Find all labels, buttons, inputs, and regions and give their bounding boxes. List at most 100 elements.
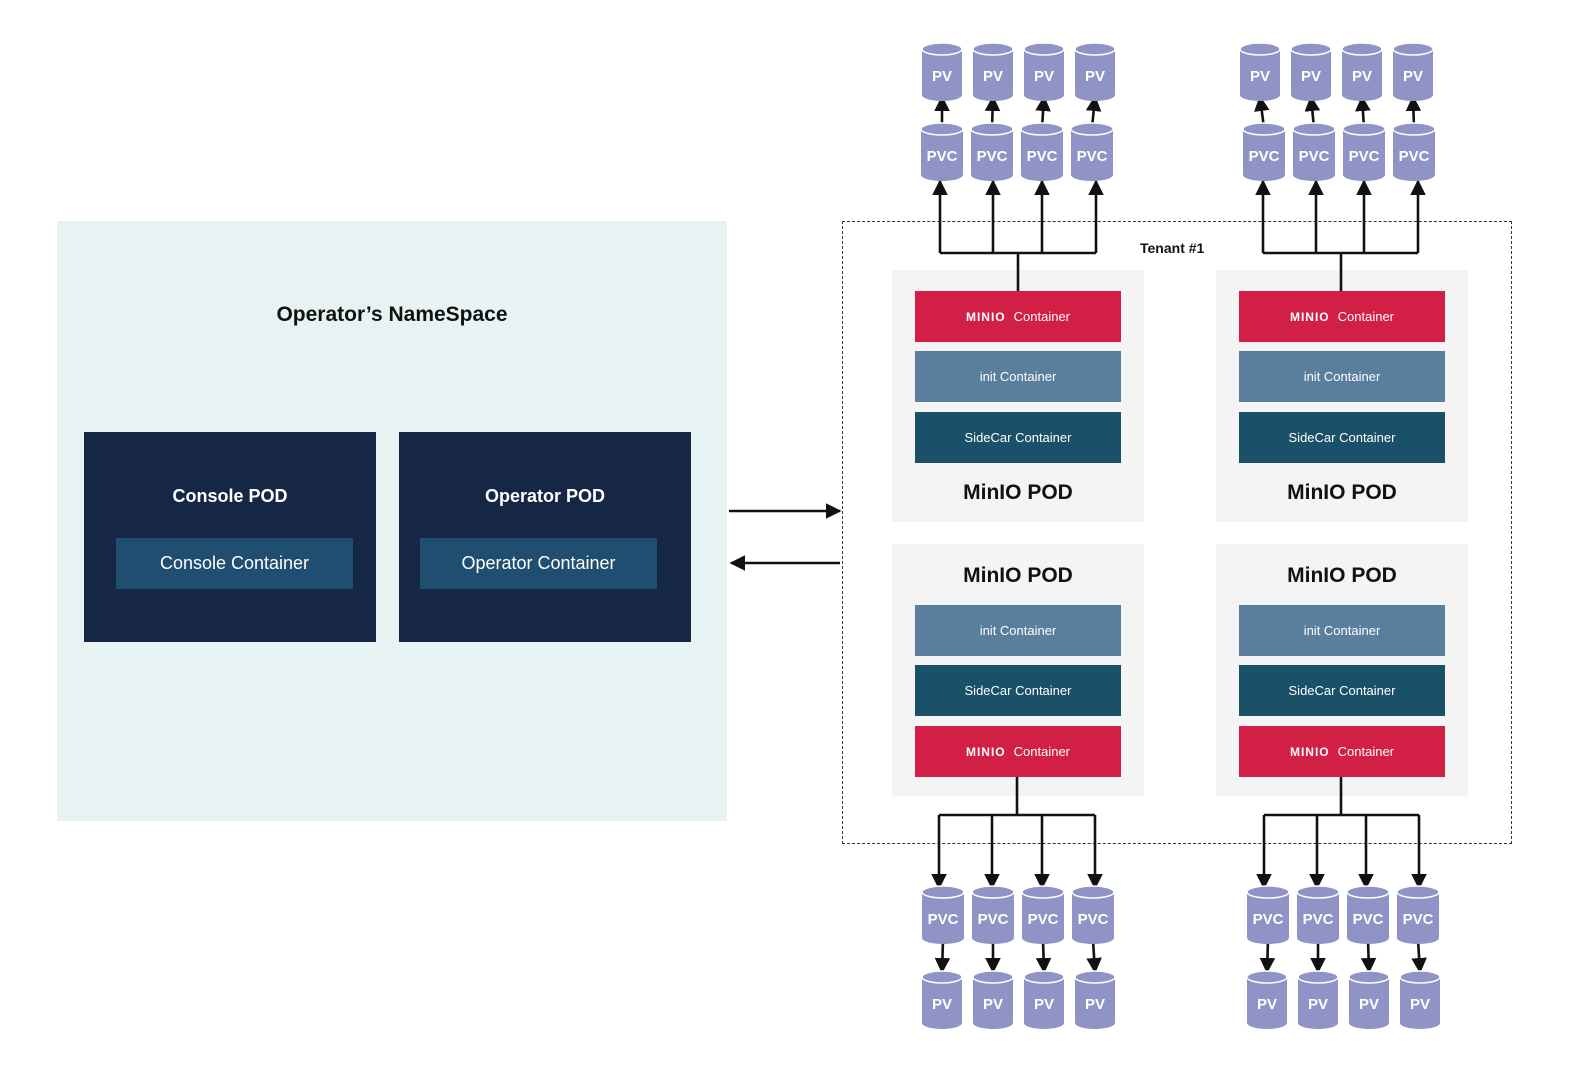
pvc-cylinder: PVC (1292, 122, 1336, 181)
init-container: init Container (1239, 351, 1445, 402)
svg-text:PVC: PVC (1303, 911, 1334, 928)
svg-text:PV: PV (1403, 68, 1423, 85)
pv-cylinder: PV (1290, 42, 1332, 101)
svg-text:PVC: PVC (1403, 911, 1434, 928)
minio-logo: MINIO (965, 309, 1006, 324)
svg-text:PVC: PVC (1399, 148, 1430, 165)
pvc-cylinder: PVC (1392, 122, 1436, 181)
svg-text:PV: PV (1250, 68, 1270, 85)
svg-text:PV: PV (1034, 996, 1054, 1013)
svg-text:PVC: PVC (1027, 148, 1058, 165)
svg-text:PV: PV (983, 68, 1003, 85)
minio-container: MINIO Container (915, 726, 1121, 777)
svg-text:PVC: PVC (1249, 148, 1280, 165)
minio-container: MINIO Container (915, 291, 1121, 342)
svg-text:PVC: PVC (1077, 148, 1108, 165)
pvc-to-pv-arrow (1086, 939, 1102, 974)
pvc-cylinder: PVC (1246, 885, 1290, 944)
pv-cylinder: PV (1023, 970, 1065, 1029)
pv-cylinder: PV (921, 42, 963, 101)
svg-text:PV: PV (932, 68, 952, 85)
pv-cylinder: PV (1399, 970, 1441, 1029)
operator-pod: Operator POD Operator Container (399, 432, 691, 642)
svg-text:PVC: PVC (1028, 911, 1059, 928)
pvc-cylinder: PVC (1396, 885, 1440, 944)
console-pod-title: Console POD (172, 486, 288, 506)
svg-text:PV: PV (1034, 68, 1054, 85)
tenant-boundary (842, 221, 1512, 844)
minio-pod-title: MinIO POD (963, 564, 1073, 587)
svg-text:PV: PV (1359, 996, 1379, 1013)
svg-text:PVC: PVC (927, 148, 958, 165)
pvc-cylinder: PVC (1070, 122, 1114, 181)
minio-pod-top-left: MINIO Container init Container SideCar C… (892, 270, 1144, 522)
operator-container: Operator Container (420, 538, 657, 589)
pv-cylinder: PV (1074, 970, 1116, 1029)
minio-container: MINIO Container (1239, 726, 1445, 777)
minio-logo: MINIO (1289, 744, 1330, 759)
svg-text:PV: PV (1410, 996, 1430, 1013)
pvc-cylinder: PVC (970, 122, 1014, 181)
pvc-to-pv-arrow (1411, 939, 1427, 974)
minio-pod-top-right: MINIO Container init Container SideCar C… (1216, 270, 1468, 522)
svg-text:PV: PV (932, 996, 952, 1013)
svg-text:PV: PV (1257, 996, 1277, 1013)
svg-text:PVC: PVC (978, 911, 1009, 928)
operator-pod-title: Operator POD (484, 486, 606, 506)
minio-logo: MINIO (1289, 309, 1330, 324)
pvc-to-pv-arrow (1035, 939, 1052, 974)
minio-container: MINIO Container (1239, 291, 1445, 342)
pv-cylinder: PV (972, 42, 1014, 101)
minio-pod-title: MinIO POD (1287, 481, 1397, 504)
svg-text:PV: PV (1085, 68, 1105, 85)
pvc-cylinder: PVC (1342, 122, 1386, 181)
minio-pod-bottom-right: MinIO POD init Container SideCar Contain… (1216, 544, 1468, 796)
pv-cylinder: PV (1348, 970, 1390, 1029)
sidecar-container: SideCar Container (1239, 412, 1445, 463)
console-pod: Console POD Console Container (84, 432, 376, 642)
console-container: Console Container (116, 538, 353, 589)
pvc-to-pv-arrow (1259, 939, 1276, 974)
sidecar-container: SideCar Container (1239, 665, 1445, 716)
sidecar-container: SideCar Container (915, 665, 1121, 716)
svg-text:PVC: PVC (1299, 148, 1330, 165)
pvc-cylinder: PVC (1021, 885, 1065, 944)
minio-pod-title: MinIO POD (963, 481, 1073, 504)
svg-text:PVC: PVC (1349, 148, 1380, 165)
pvc-cylinder: PVC (971, 885, 1015, 944)
sidecar-container: SideCar Container (915, 412, 1121, 463)
minio-pod-bottom-left: MinIO POD init Container SideCar Contain… (892, 544, 1144, 796)
namespace-title: Operator’s NameSpace (276, 303, 508, 326)
pv-cylinder: PV (1341, 42, 1383, 101)
pv-cylinder: PV (921, 970, 963, 1029)
svg-text:PV: PV (1301, 68, 1321, 85)
svg-text:PV: PV (1352, 68, 1372, 85)
pvc-to-pv-arrow (934, 939, 951, 974)
pv-cylinder: PV (972, 970, 1014, 1029)
minio-container-label: Container (1013, 309, 1071, 324)
minio-container-label: Container (1337, 744, 1395, 759)
minio-container-label: Container (1337, 309, 1395, 324)
svg-text:PV: PV (1085, 996, 1105, 1013)
svg-text:PVC: PVC (1353, 911, 1384, 928)
svg-text:PV: PV (983, 996, 1003, 1013)
pv-cylinder: PV (1297, 970, 1339, 1029)
svg-text:PV: PV (1308, 996, 1328, 1013)
pvc-cylinder: PVC (920, 122, 964, 181)
pv-cylinder: PV (1246, 970, 1288, 1029)
pv-cylinder: PV (1392, 42, 1434, 101)
pvc-cylinder: PVC (1296, 885, 1340, 944)
pv-cylinder: PV (1239, 42, 1281, 101)
init-container: init Container (1239, 605, 1445, 656)
pvc-to-pv-arrow (1360, 939, 1377, 974)
minio-logo: MINIO (965, 744, 1006, 759)
svg-text:PVC: PVC (977, 148, 1008, 165)
pv-cylinder: PV (1023, 42, 1065, 101)
svg-text:PVC: PVC (1253, 911, 1284, 928)
init-container: init Container (915, 605, 1121, 656)
tenant-label: Tenant #1 (1140, 240, 1205, 256)
svg-text:PVC: PVC (1078, 911, 1109, 928)
pvc-cylinder: PVC (1346, 885, 1390, 944)
